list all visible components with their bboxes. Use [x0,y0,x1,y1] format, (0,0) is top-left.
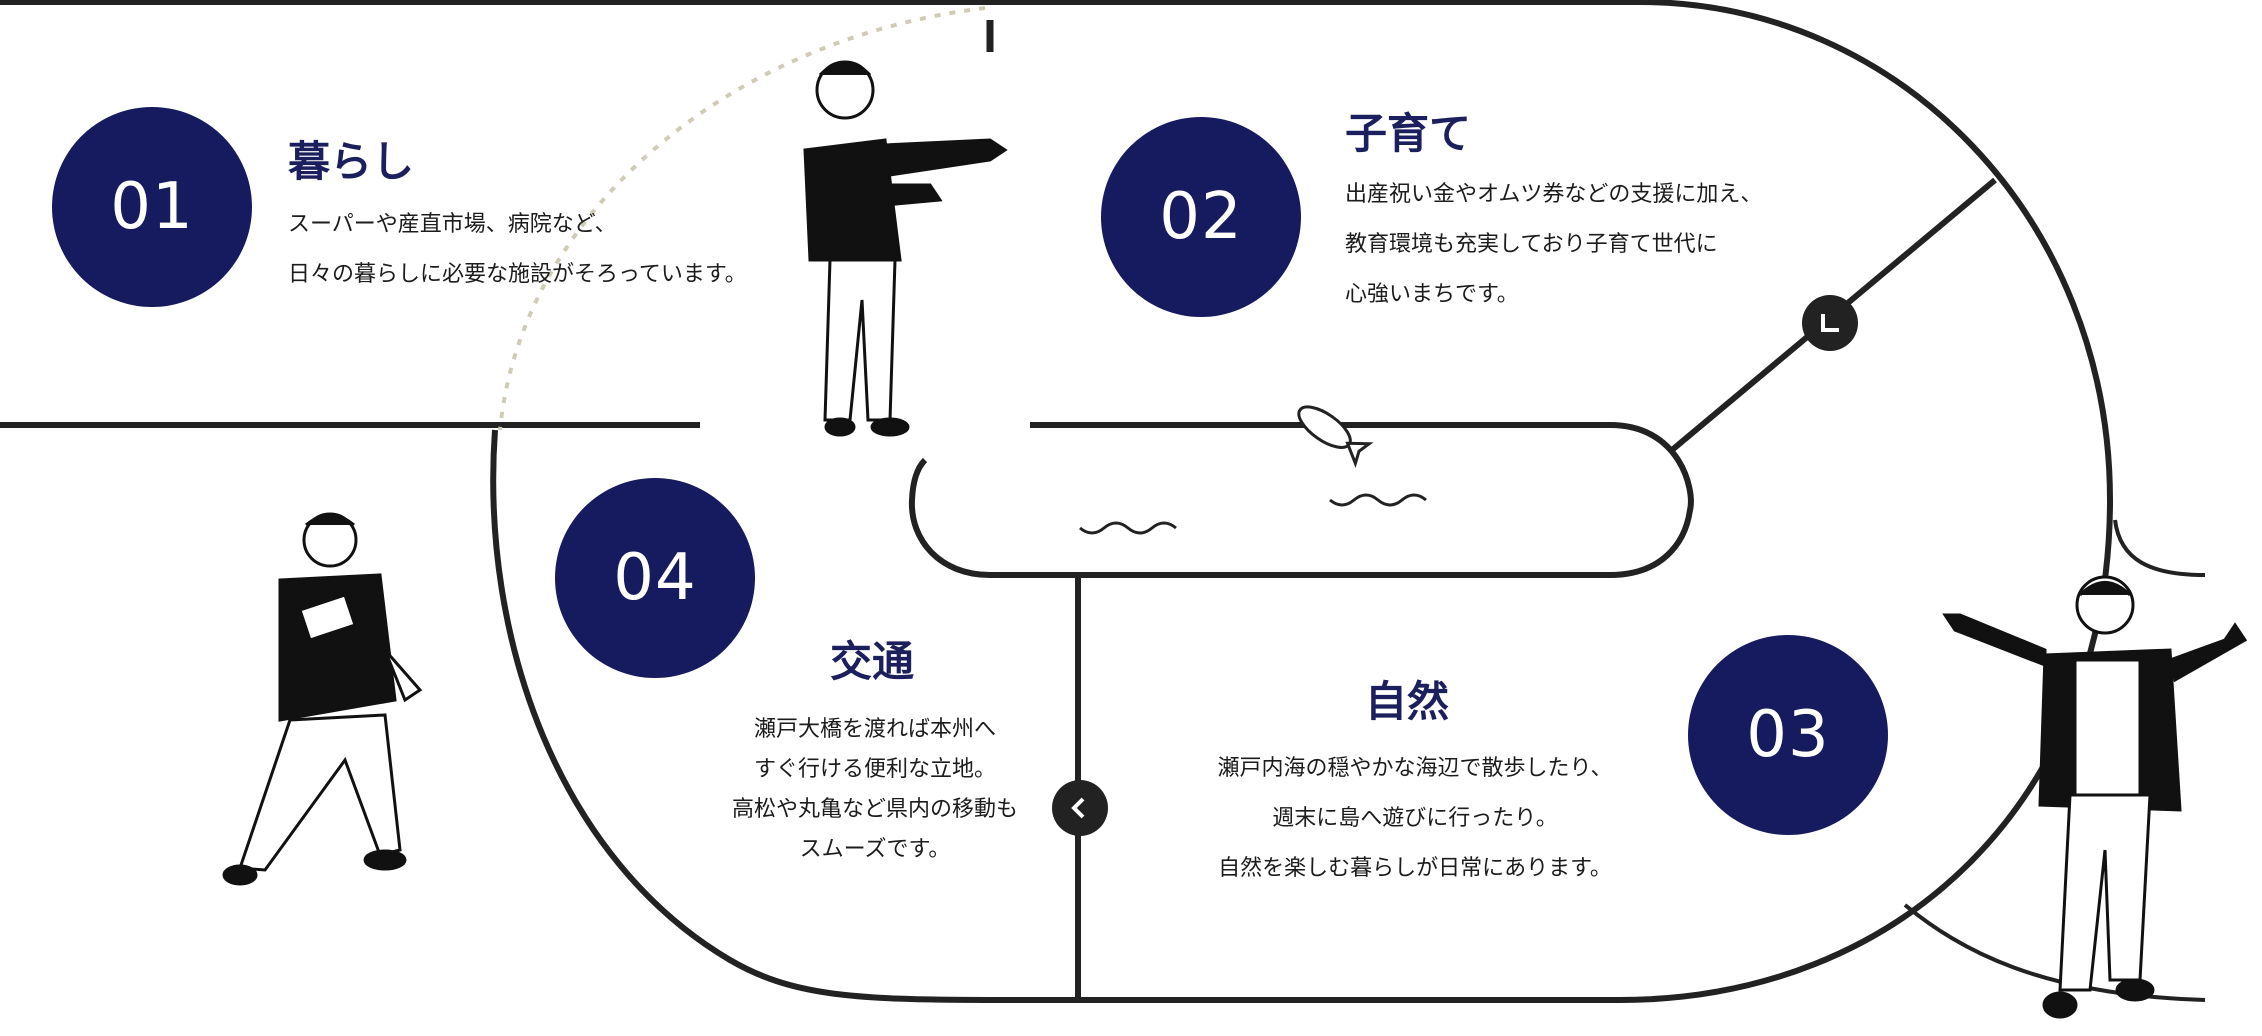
next-button[interactable] [1802,295,1858,351]
item-line: 自然を楽しむ暮らしが日常にあります。 [1218,856,1612,881]
pond-outline [908,422,1694,578]
number-badge-01: 01 [52,107,252,307]
prev-button[interactable] [1052,780,1108,836]
item-line: 高松や丸亀など県内の移動も [731,797,1018,822]
item-title-02: 子育て [1345,109,1472,158]
item-line: 週末に島へ遊びに行ったり。 [1272,806,1558,831]
item-description-02: 出産祝い金やオムツ券などの支援に加え、 教育環境も充実しており子育て世代に 心強… [1345,170,1762,320]
number-badge-02: 02 [1101,117,1301,317]
dotted-path [498,6,986,431]
person-illustration-1 [803,60,1008,437]
item-description-03: 瀬戸内海の穏やかな海辺で散歩したり、 週末に島へ遊びに行ったり。 自然を楽しむ暮… [1185,744,1645,894]
item-line: 出産祝い金やオムツ券などの支援に加え、 [1345,182,1763,207]
number-badge-04: 04 [555,478,755,678]
item-title-03: 自然 [1365,677,1450,726]
outer-loop-line [980,0,2114,1003]
item-title-01: 暮らし [288,137,415,186]
item-description-04: 瀬戸大橋を渡れば本州へ すぐ行ける便利な立地。 高松や丸亀など県内の移動も スム… [700,710,1050,870]
item-description-01: スーパーや産直市場、病院など、 日々の暮らしに必要な施設がそろっています。 [288,200,747,300]
number-badge-03: 03 [1688,635,1888,835]
item-line: 教育環境も充実しており子育て世代に [1345,232,1718,257]
item-line: 心強いまちです。 [1345,282,1519,307]
wave-icon [1079,521,1177,535]
item-line: 瀬戸大橋を渡れば本州へ [753,717,996,742]
person-illustration-3 [1942,575,2248,1019]
item-line: 瀬戸内海の穏やかな海辺で散歩したり、 [1217,756,1613,781]
item-line: すぐ行ける便利な立地。 [753,757,996,782]
person-illustration-2 [222,512,423,886]
item-title-04: 交通 [830,637,915,686]
wave-icon [1329,493,1427,507]
item-line: スーパーや産直市場、病院など、 [288,212,617,237]
fish-icon [1297,405,1374,469]
item-line: スムーズです。 [799,837,951,862]
chevron-left-icon [1071,797,1085,819]
item-line: 日々の暮らしに必要な施設がそろっています。 [288,262,747,287]
corner-arrow-icon [1821,314,1839,332]
